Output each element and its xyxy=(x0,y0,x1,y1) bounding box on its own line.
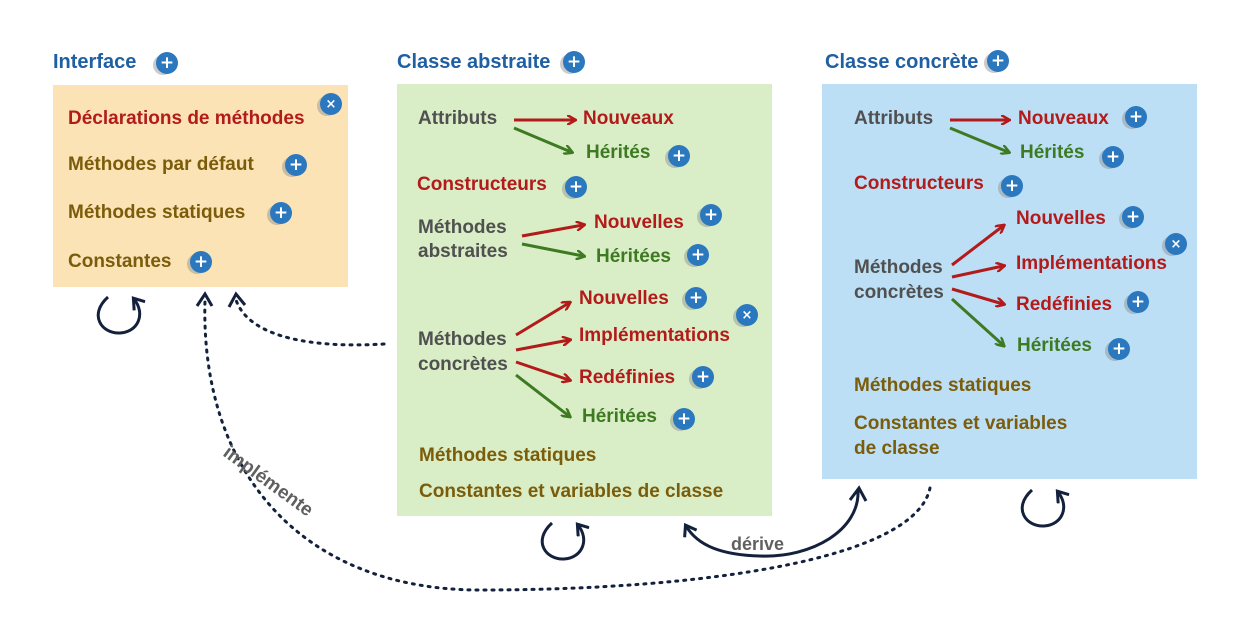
abstract-abstract-methods-inherited: Héritées xyxy=(596,246,671,267)
concrete-concrete-methods-implementations: Implémentations xyxy=(1016,253,1167,274)
interface-declarations-collapse-button[interactable]: × xyxy=(320,93,342,115)
implemente-label: implémente xyxy=(219,442,317,521)
arrow-attr-herites-abs xyxy=(513,126,571,152)
arrow-abs-nouvelles xyxy=(521,225,583,238)
interface-static-methods-expand-button[interactable]: + xyxy=(270,202,292,224)
arrow-conc-nouvelles-abs xyxy=(515,303,569,337)
abstract-abstract-methods-new-expand-button[interactable]: + xyxy=(700,204,722,226)
abstract-constructors: Constructeurs xyxy=(417,174,547,195)
concrete-constructors-expand-button[interactable]: + xyxy=(1001,175,1023,197)
concrete-concrete-methods-label-line1: Méthodes xyxy=(854,257,943,278)
abstract-abstract-methods-new: Nouvelles xyxy=(594,212,684,233)
abstract-concrete-methods-inherited-expand-button[interactable]: + xyxy=(673,408,695,430)
arrow-attr-herites-conc xyxy=(949,126,1008,152)
interface-item-static-methods: Méthodes statiques xyxy=(68,202,246,223)
interface-constants-expand-button[interactable]: + xyxy=(190,251,212,273)
interface-expand-button[interactable]: + xyxy=(156,52,178,74)
arrow-conc-impl xyxy=(951,266,1003,279)
concrete-attributes-new: Nouveaux xyxy=(1018,108,1109,129)
derive-arrow-head-top xyxy=(848,485,868,502)
abstract-attributes-inherited: Hérités xyxy=(586,142,651,163)
abstract-abstract-methods-label-line1: Méthodes xyxy=(418,217,507,238)
abstract-implemente-arrow xyxy=(234,298,386,347)
concrete-constants-line2: de classe xyxy=(854,438,940,459)
abstract-constants: Constantes et variables de classe xyxy=(419,481,724,502)
concrete-concrete-methods-new: Nouvelles xyxy=(1016,208,1106,229)
concrete-implementations-collapse-button[interactable]: × xyxy=(1165,233,1187,255)
concrete-concrete-methods-new-expand-button[interactable]: + xyxy=(1122,206,1144,228)
concrete-concrete-methods-inherited-expand-button[interactable]: + xyxy=(1108,338,1130,360)
abstract-implemente-arrow-head xyxy=(227,291,247,308)
abstract-attributes-inherited-expand-button[interactable]: + xyxy=(668,145,690,167)
concrete-class-title: Classe concrète xyxy=(825,51,979,73)
concrete-attributes-new-expand-button[interactable]: + xyxy=(1125,106,1147,128)
concrete-concrete-methods-overridden: Redéfinies xyxy=(1016,294,1113,315)
concrete-attributes-inherited-expand-button[interactable]: + xyxy=(1102,146,1124,168)
derive-arrow xyxy=(686,489,860,558)
arrow-conc-redef xyxy=(951,287,1003,304)
arrow-conc-redef-abs xyxy=(515,360,569,380)
interface-item-declarations: Déclarations de méthodes xyxy=(68,108,305,129)
interface-title: Interface xyxy=(53,51,137,73)
self-loop-abstraite xyxy=(540,521,583,561)
abstract-static-methods: Méthodes statiques xyxy=(419,445,597,466)
implemente-arrow-head xyxy=(195,291,214,307)
abstract-abstract-methods-label-line2: abstraites xyxy=(418,241,508,262)
self-loop-interface xyxy=(96,295,139,335)
abstract-concrete-methods-overridden: Redéfinies xyxy=(579,367,676,388)
concrete-concrete-methods-overridden-expand-button[interactable]: + xyxy=(1127,291,1149,313)
abstract-class-box xyxy=(397,84,772,516)
abstract-constructors-expand-button[interactable]: + xyxy=(565,176,587,198)
abstract-concrete-methods-new-expand-button[interactable]: + xyxy=(685,287,707,309)
arrow-conc-impl-abs xyxy=(515,340,569,352)
concrete-attributes-label: Attributs xyxy=(854,108,934,129)
abstract-class-title: Classe abstraite xyxy=(397,51,551,73)
abstract-concrete-methods-label-line2: concrètes xyxy=(418,354,508,375)
concrete-constructors: Constructeurs xyxy=(854,173,984,194)
implemente-arrow xyxy=(203,298,932,592)
derive-label: dérive xyxy=(731,534,785,554)
abstract-concrete-methods-inherited: Héritées xyxy=(582,406,657,427)
abstract-concrete-methods-label-line1: Méthodes xyxy=(418,329,507,350)
abstract-concrete-methods-overridden-expand-button[interactable]: + xyxy=(692,366,714,388)
concrete-constants-line1: Constantes et variables xyxy=(854,413,1068,434)
abstract-attributes-new: Nouveaux xyxy=(583,108,674,129)
concrete-concrete-methods-label-line2: concrètes xyxy=(854,282,944,303)
arrow-conc-heritees xyxy=(950,297,1003,345)
abstract-class-expand-button[interactable]: + xyxy=(563,51,585,73)
arrow-conc-nouvelles xyxy=(951,226,1003,267)
interface-default-methods-expand-button[interactable]: + xyxy=(285,154,307,176)
abstract-concrete-methods-new: Nouvelles xyxy=(579,288,669,309)
interface-item-default-methods: Méthodes par défaut xyxy=(68,154,254,175)
arrow-abs-heritees xyxy=(521,242,583,256)
concrete-static-methods: Méthodes statiques xyxy=(854,375,1032,396)
concrete-class-expand-button[interactable]: + xyxy=(987,50,1009,72)
concrete-attributes-inherited: Hérités xyxy=(1020,142,1085,163)
abstract-concrete-implementations-collapse-button[interactable]: × xyxy=(736,304,758,326)
abstract-abstract-methods-inherited-expand-button[interactable]: + xyxy=(687,244,709,266)
self-loop-concrete xyxy=(1020,488,1063,528)
arrow-conc-heritees-abs xyxy=(515,373,569,416)
abstract-concrete-methods-implementations: Implémentations xyxy=(579,325,730,346)
concrete-concrete-methods-inherited: Héritées xyxy=(1017,335,1092,356)
interface-item-constants: Constantes xyxy=(68,251,172,272)
abstract-attributes-label: Attributs xyxy=(418,108,498,129)
